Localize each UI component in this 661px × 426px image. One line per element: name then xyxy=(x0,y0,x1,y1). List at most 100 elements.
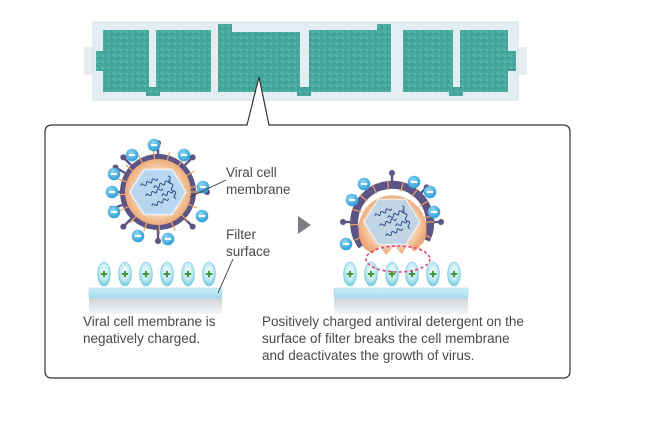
negative-charge-icon xyxy=(131,229,145,243)
rna-strand xyxy=(153,180,171,189)
membrane-tick xyxy=(153,150,156,161)
surface-plate xyxy=(333,287,469,299)
positive-charge-icon xyxy=(343,261,357,287)
viral-cell-membrane-label: Viral cell membrane xyxy=(226,165,291,198)
membrane-tick xyxy=(351,208,362,213)
virus-spike-tip xyxy=(340,219,346,225)
rna-strand xyxy=(395,220,408,227)
positive-charge-icon xyxy=(139,261,153,287)
negative-charge-icon xyxy=(177,148,191,162)
negative-charge-icon xyxy=(407,175,421,189)
filter-surface-label: Filter surface xyxy=(226,227,270,260)
rna-strand xyxy=(379,218,397,227)
positive-charge-icon xyxy=(405,261,419,287)
membrane-leader-line xyxy=(189,179,227,198)
virus-spike-tip xyxy=(120,223,127,230)
positive-charge-icon xyxy=(181,261,195,287)
membrane-tick xyxy=(116,193,127,196)
positive-charge-icon xyxy=(426,261,440,287)
label-line: membrane xyxy=(226,181,291,197)
membrane-tick xyxy=(119,205,130,211)
caption-line: surface of filter breaks the cell membra… xyxy=(262,331,510,346)
negative-charge-icon xyxy=(161,232,175,246)
membrane-tick xyxy=(359,194,368,202)
negative-charge-icon xyxy=(427,205,441,219)
filter-mesh-panels xyxy=(96,24,516,96)
caption-line: Viral cell membrane is xyxy=(83,314,216,329)
negative-charge-icon xyxy=(107,167,121,181)
rna-strand xyxy=(161,190,174,197)
membrane-tick xyxy=(170,220,176,231)
membrane-tick xyxy=(166,151,171,162)
negative-charge-icon xyxy=(105,185,119,199)
positive-charge-icon xyxy=(364,261,378,287)
positive-charge-icon xyxy=(447,261,461,287)
membrane-tick xyxy=(137,154,144,165)
rna-strand xyxy=(401,205,411,230)
rna-strand xyxy=(167,175,177,200)
positive-charge-icon xyxy=(202,261,216,287)
right-caption: Positively charged antiviral detergent o… xyxy=(262,313,524,364)
membrane-tick xyxy=(185,170,195,177)
negative-charge-icon xyxy=(423,185,437,199)
virus-spike-tip xyxy=(189,154,196,161)
membrane-tick xyxy=(421,233,432,239)
play-arrow-icon xyxy=(298,216,311,234)
capsid-hexagon xyxy=(129,168,187,216)
capsid-hexagon xyxy=(363,198,421,246)
membrane-tick xyxy=(411,188,419,198)
broken-virus xyxy=(339,170,444,255)
membrane-tick xyxy=(187,203,198,209)
membrane-tick xyxy=(143,221,148,232)
virus-spike-tip xyxy=(120,154,127,161)
negative-charge-icon xyxy=(345,193,359,207)
virus-spike-tip xyxy=(155,238,161,244)
surface-shadow xyxy=(89,298,222,314)
membrane-tick xyxy=(350,223,361,226)
filter-surface-left xyxy=(88,261,223,314)
negative-charge-icon xyxy=(196,180,210,194)
negative-charge-icon xyxy=(107,205,121,219)
caption-line: and deactivates the growth of virus. xyxy=(262,348,475,363)
label-line: Viral cell xyxy=(226,165,277,180)
membrane-tick xyxy=(419,200,429,207)
positive-charge-icon xyxy=(385,261,399,287)
positive-charge-icon xyxy=(160,261,174,287)
negative-charge-icon xyxy=(339,237,353,251)
label-line: surface xyxy=(226,243,271,259)
positive-charge-icon xyxy=(118,261,132,287)
negative-charge-icon xyxy=(125,148,139,162)
rna-strand xyxy=(387,210,405,219)
rna-strand xyxy=(374,208,392,217)
membrane-tick xyxy=(117,178,128,183)
membrane-tick xyxy=(125,164,134,172)
virus-spike-tip xyxy=(438,219,444,225)
virus-spike-tip xyxy=(389,170,395,176)
membrane-tick xyxy=(353,235,364,241)
surface-plate xyxy=(88,287,223,299)
rna-strand xyxy=(145,188,163,197)
negative-charge-icon xyxy=(147,138,161,152)
surface-shadow xyxy=(334,298,468,314)
caption-line: Positively charged antiviral detergent o… xyxy=(262,314,524,329)
membrane-tick xyxy=(387,180,390,191)
filter-leader-line xyxy=(217,258,234,294)
rna-strand xyxy=(385,228,403,237)
positive-charge-icon xyxy=(97,261,111,287)
filter-surface-right xyxy=(333,261,469,314)
membrane-tick xyxy=(400,181,405,192)
negative-charge-icon xyxy=(195,209,209,223)
intact-virus xyxy=(105,138,210,246)
virus-spike-tip xyxy=(189,223,196,230)
membrane-tick xyxy=(371,184,378,195)
negative-charge-icon xyxy=(357,177,371,191)
membrane-tick xyxy=(180,213,189,222)
caption-line: negatively charged. xyxy=(83,331,201,346)
rna-strand xyxy=(140,178,158,187)
label-line: Filter xyxy=(226,227,256,242)
rna-strand xyxy=(151,198,169,207)
highlight-dashed-ellipse xyxy=(365,245,431,273)
left-caption: Viral cell membrane is negatively charge… xyxy=(83,313,216,347)
